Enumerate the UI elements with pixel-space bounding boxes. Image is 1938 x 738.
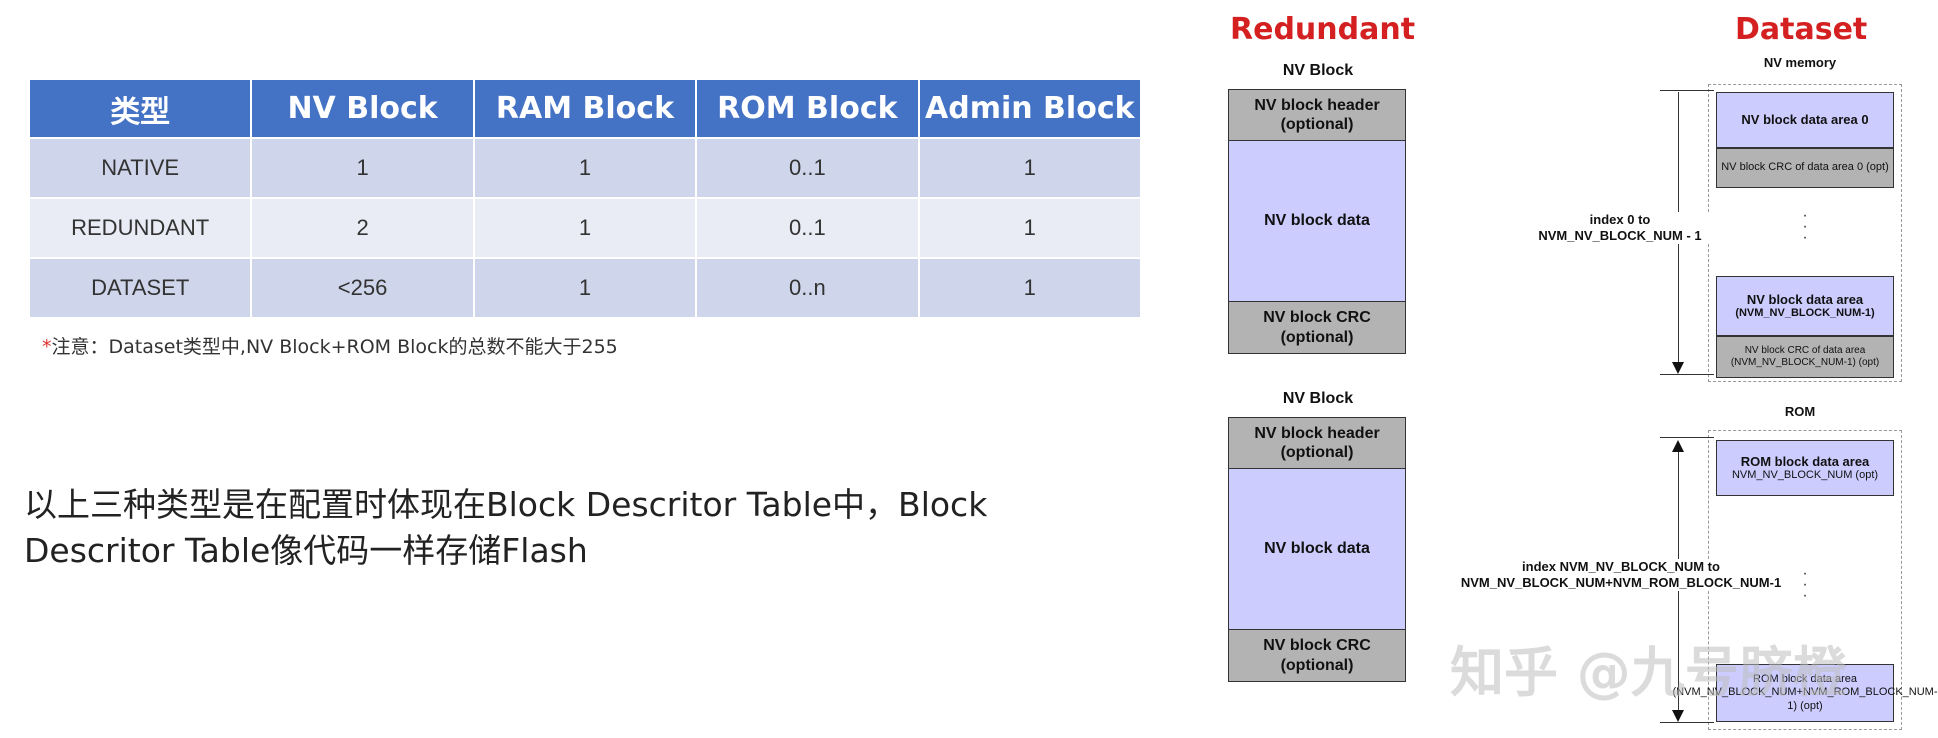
nv-crc-area-last: NV block CRC of data area (NVM_NV_BLOCK_… (1716, 336, 1894, 378)
table-row: NATIVE 1 1 0..1 1 (30, 139, 1140, 197)
nv-crc-area-0: NV block CRC of data area 0 (opt) (1716, 148, 1894, 188)
table-cell: 1 (474, 259, 696, 317)
table-header-row: 类型 NV Block RAM Block ROM Block Admin Bl… (30, 80, 1140, 137)
nv-area-ellipsis: ··· (1802, 207, 1808, 246)
rom-index-arrow-up (1672, 440, 1684, 452)
table-cell: 1 (252, 139, 473, 197)
table-cell: 0..n (697, 259, 918, 317)
nv-data-area-last-label: NV block data area (1746, 291, 1864, 307)
table-cell: 1 (474, 199, 696, 257)
nv-data-area-0: NV block data area 0 (1716, 92, 1894, 148)
header-admin-block: Admin Block (919, 80, 1140, 137)
rom-index-arrow-down (1672, 710, 1684, 722)
rom-index-label: index NVM_NV_BLOCK_NUM to NVM_NV_BLOCK_N… (1453, 559, 1789, 591)
nv-index-arrow-down (1672, 362, 1684, 374)
table-cell: 0..1 (697, 139, 918, 197)
description-text: 以上三种类型是在配置时体现在Block Descritor Table中，Blo… (24, 485, 988, 570)
nv-data-area-last-sub: (NVM_NV_BLOCK_NUM-1) (1735, 307, 1875, 320)
table-cell: 1 (919, 259, 1140, 317)
redundant-title: Redundant (1230, 12, 1416, 47)
nv-memory-caption: NV memory (1763, 55, 1837, 70)
rom-data-area-last: ROM block data area (NVM_NV_BLOCK_NUM+NV… (1673, 664, 1938, 722)
header-type: 类型 (30, 80, 251, 137)
rom-data-area-label: ROM block data area (1740, 453, 1870, 469)
rom-bottom-line (1660, 722, 1714, 723)
dataset-title: Dataset (1735, 12, 1868, 47)
footnote-star: * (42, 336, 52, 358)
table-footnote: *注意：Dataset类型中,NV Block+ROM Block的总数不能大于… (42, 332, 618, 359)
table-cell: 1 (919, 139, 1140, 197)
table-cell: 2 (252, 199, 473, 257)
table-cell: DATASET (30, 259, 251, 317)
nv-block-caption-top: NV Block (1282, 62, 1354, 79)
table-row: REDUNDANT 2 1 0..1 1 (30, 199, 1140, 257)
table-row: DATASET <256 1 0..n 1 (30, 259, 1140, 317)
rom-data-area-sub: NVM_NV_BLOCK_NUM (opt) (1731, 469, 1879, 482)
nv-block-header-top: NV block header (optional) (1228, 89, 1406, 141)
rom-data-area-first: ROM block data area NVM_NV_BLOCK_NUM (op… (1716, 440, 1894, 496)
nv-memory-top-line (1660, 90, 1714, 91)
table-cell: <256 (252, 259, 473, 317)
nv-block-header-bottom: NV block header (optional) (1228, 417, 1406, 469)
nv-block-crc-bottom: NV block CRC (optional) (1228, 629, 1406, 682)
nv-block-caption-bottom: NV Block (1282, 390, 1354, 407)
watermark: 知乎 @九号脐橙 (1450, 641, 1847, 704)
table-cell: 1 (474, 139, 696, 197)
nv-block-crc-top: NV block CRC (optional) (1228, 301, 1406, 354)
block-type-table: 类型 NV Block RAM Block ROM Block Admin Bl… (28, 78, 1142, 319)
header-ram-block: RAM Block (474, 80, 696, 137)
nv-data-area-last: NV block data area (NVM_NV_BLOCK_NUM-1) (1716, 276, 1894, 336)
rom-top-line (1660, 437, 1714, 438)
table-cell: 0..1 (697, 199, 918, 257)
rom-caption: ROM (1784, 404, 1816, 419)
table-cell: REDUNDANT (30, 199, 251, 257)
footnote-text: 注意：Dataset类型中,NV Block+ROM Block的总数不能大于2… (51, 336, 618, 358)
table-cell: 1 (919, 199, 1140, 257)
nv-block-data-bottom: NV block data (1228, 468, 1406, 630)
nv-block-data-top: NV block data (1228, 140, 1406, 302)
nv-memory-bottom-line (1660, 374, 1714, 375)
header-nv-block: NV Block (252, 80, 473, 137)
header-rom-block: ROM Block (697, 80, 918, 137)
table-cell: NATIVE (30, 139, 251, 197)
rom-area-ellipsis: ··· (1802, 565, 1808, 604)
nv-index-label: index 0 to NVM_NV_BLOCK_NUM - 1 (1525, 212, 1715, 244)
